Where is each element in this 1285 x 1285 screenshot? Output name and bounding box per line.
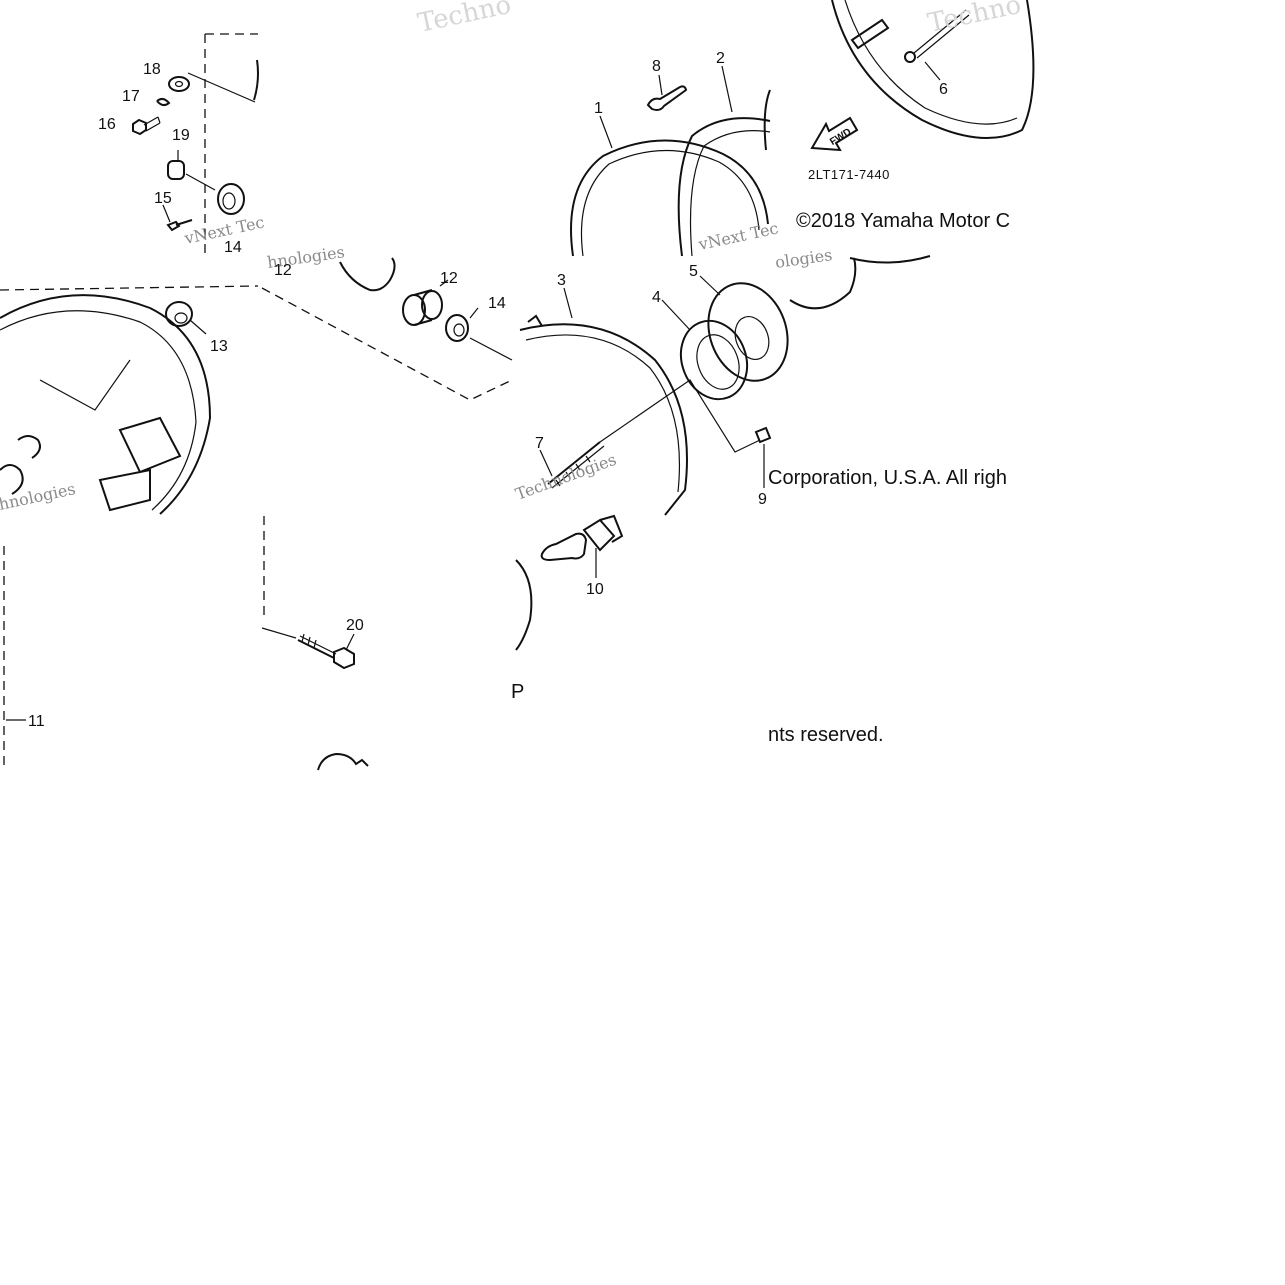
socket-ring-4 bbox=[679, 319, 749, 401]
bulb-10 bbox=[540, 514, 624, 562]
bolt-6 bbox=[904, 9, 970, 63]
tile-lens-unit: Technologies 3 5 4 7 9 bbox=[513, 263, 789, 516]
callout-12b: 12 bbox=[440, 270, 458, 287]
watermark: Technologies bbox=[513, 450, 619, 504]
callout-3: 3 bbox=[557, 272, 566, 289]
clip-9 bbox=[754, 426, 772, 444]
tile-fasteners: vNext Tec 18 17 16 19 15 14 bbox=[98, 33, 266, 256]
lens-unit-3 bbox=[519, 323, 688, 516]
tile-bulb: 10 P bbox=[511, 514, 624, 703]
copyright-line-2: Corporation, U.S.A. All righ bbox=[768, 467, 1007, 489]
callout-15: 15 bbox=[154, 190, 172, 207]
callout-14b: 14 bbox=[488, 295, 506, 312]
tile-callout-11: 11 bbox=[3, 546, 45, 770]
callout-11: 11 bbox=[28, 713, 45, 730]
rim-1 bbox=[570, 139, 769, 257]
assembly-boundary-mid bbox=[0, 285, 259, 291]
bolt-20 bbox=[297, 633, 355, 670]
drawing-code: 2LT171-7440 bbox=[808, 167, 890, 182]
housing-edge-left bbox=[253, 59, 259, 101]
tile-housing: 13 hnologies bbox=[0, 285, 259, 515]
screw-15 bbox=[166, 219, 193, 232]
callout-17: 17 bbox=[122, 88, 140, 105]
assembly-boundary-diag bbox=[261, 287, 513, 401]
callout-19: 19 bbox=[172, 127, 190, 144]
tile-copyright-3: nts reserved. bbox=[768, 724, 884, 746]
collar-19 bbox=[167, 160, 185, 180]
housing-shell bbox=[831, 0, 1035, 139]
callout-2: 2 bbox=[716, 50, 725, 67]
assembly-boundary-top bbox=[204, 33, 258, 256]
callout-18: 18 bbox=[143, 61, 161, 78]
watermark: hnologies bbox=[0, 479, 77, 514]
lock-washer-17 bbox=[156, 97, 171, 107]
watermark: ologies bbox=[774, 245, 834, 272]
callout-5: 5 bbox=[689, 263, 698, 280]
grommet-14b bbox=[445, 314, 469, 342]
callout-16: 16 bbox=[98, 116, 116, 133]
socket-cover-5 bbox=[707, 282, 789, 382]
callout-20: 20 bbox=[346, 617, 364, 634]
washer-18 bbox=[168, 76, 190, 92]
callout-13: 13 bbox=[210, 338, 228, 355]
grommet-14a bbox=[217, 183, 245, 215]
tile-rims: vNext Tec 8 2 1 bbox=[570, 50, 780, 257]
tile-copyright-2: ologies Corporation, U.S.A. All righ bbox=[768, 245, 1007, 489]
callout-10: 10 bbox=[586, 581, 604, 598]
callout-9: 9 bbox=[758, 491, 767, 508]
watermark: Techno bbox=[925, 0, 1024, 39]
ring-2 bbox=[677, 117, 771, 257]
tile-legend: 6 FWD 2LT171-7440 ©2018 Yamaha Motor C T… bbox=[796, 0, 1035, 232]
copyright-line-1: ©2018 Yamaha Motor C bbox=[796, 210, 1010, 232]
callout-7: 7 bbox=[535, 435, 544, 452]
tile-grommets: hnologies 12 12 14 bbox=[261, 242, 513, 401]
callout-14a: 14 bbox=[224, 239, 242, 256]
tile-bolt-20: 20 bbox=[261, 516, 369, 771]
callout-6: 6 bbox=[939, 81, 948, 98]
clip-8 bbox=[646, 85, 688, 111]
watermark: Techno bbox=[415, 0, 514, 39]
collar-12b bbox=[402, 289, 443, 326]
stray-glyph: P bbox=[511, 681, 524, 703]
grommet-13 bbox=[165, 301, 193, 327]
callout-8: 8 bbox=[652, 58, 661, 75]
callout-4: 4 bbox=[652, 289, 661, 306]
copyright-line-3: nts reserved. bbox=[768, 724, 884, 746]
adjusting-screw-7 bbox=[547, 441, 605, 489]
bracket-fragment bbox=[317, 752, 369, 771]
callout-12a: 12 bbox=[274, 262, 292, 279]
fwd-arrow-icon: FWD bbox=[810, 116, 859, 152]
callout-1: 1 bbox=[594, 100, 603, 117]
headlight-housing-11 bbox=[0, 294, 212, 515]
tile-blank-top: Techno bbox=[415, 0, 514, 39]
watermark: vNext Tec bbox=[696, 218, 780, 254]
bolt-16 bbox=[132, 116, 161, 136]
